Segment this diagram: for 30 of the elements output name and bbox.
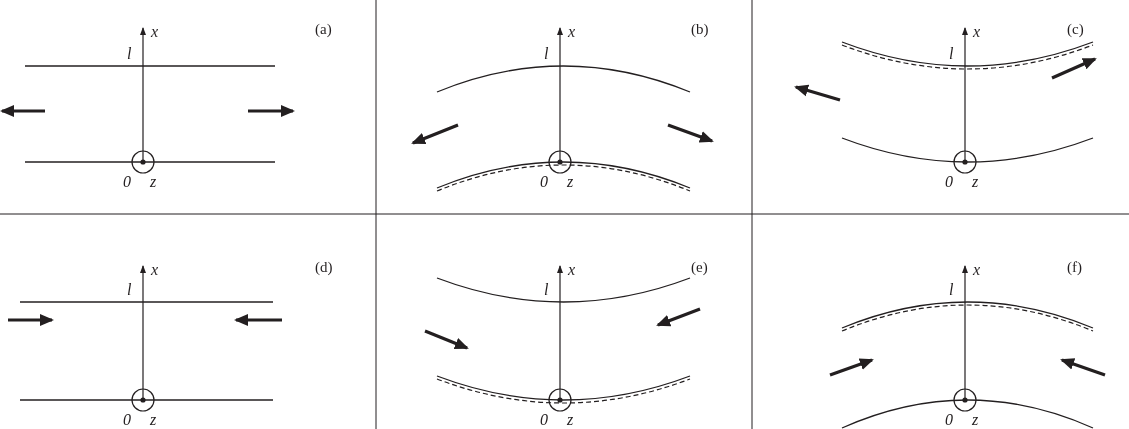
origin-label: 0 <box>123 412 131 428</box>
axis-label: z <box>972 412 979 428</box>
axis-label: x <box>151 24 159 40</box>
panel-label: (c) <box>1067 22 1084 37</box>
axis-label: z <box>567 412 574 428</box>
axis-label: x <box>973 262 981 278</box>
length-label: l <box>127 46 132 62</box>
panel-label: (d) <box>315 260 333 275</box>
axis-label: x <box>151 262 159 278</box>
origin-label: 0 <box>123 174 131 190</box>
panel-label: (e) <box>691 260 708 275</box>
axis-label: z <box>150 174 157 190</box>
panel-label: (a) <box>315 22 332 37</box>
axis-label: z <box>150 412 157 428</box>
length-label: l <box>949 282 954 298</box>
axis-label: x <box>973 24 981 40</box>
axis-label: x <box>568 262 576 278</box>
panel-label: (f) <box>1067 260 1082 275</box>
origin-label: 0 <box>945 412 953 428</box>
length-label: l <box>127 282 132 298</box>
length-label: l <box>949 46 954 62</box>
axis-label: z <box>567 174 574 190</box>
length-label: l <box>544 282 549 298</box>
axis-label: z <box>972 174 979 190</box>
origin-label: 0 <box>540 174 548 190</box>
panel-label: (b) <box>691 22 709 37</box>
origin-label: 0 <box>540 412 548 428</box>
axis-label: x <box>568 24 576 40</box>
origin-label: 0 <box>945 174 953 190</box>
length-label: l <box>544 46 549 62</box>
